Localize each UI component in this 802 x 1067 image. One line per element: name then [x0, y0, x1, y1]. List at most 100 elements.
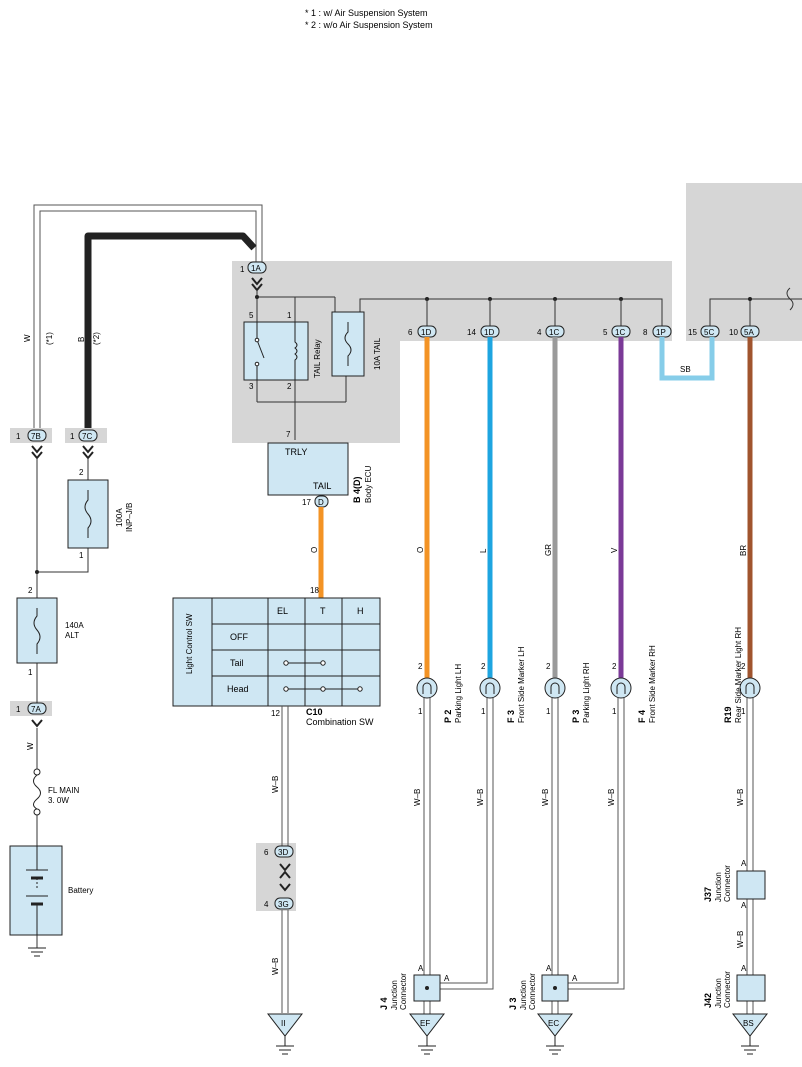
- wire-label-wb-switch: W–B: [271, 776, 280, 793]
- pin-3D: 6: [264, 848, 269, 857]
- switch-title: Light Control SW: [185, 613, 194, 674]
- junction-connector-j37: [736, 870, 766, 900]
- connector-1D-6: 1D: [417, 325, 437, 338]
- wire-b-star2: [84, 232, 257, 428]
- j37-name2: Connector: [723, 865, 732, 902]
- fuse140-sub: ALT: [65, 631, 79, 640]
- ground-ef: [408, 1013, 446, 1055]
- wire-label-w-battery: W: [26, 742, 35, 750]
- wire-label-o: O: [416, 547, 425, 553]
- j37-code: J37: [703, 887, 713, 902]
- note-2: * 2 : w/o Air Suspension System: [305, 20, 433, 30]
- j37-name1: Junction: [714, 872, 723, 902]
- j4-code: J 4: [379, 997, 389, 1010]
- j3-name2: Connector: [528, 973, 537, 1010]
- j42-name1: Junction: [714, 978, 723, 1008]
- f4-code: F 4: [637, 710, 647, 723]
- svg-text:2: 2: [741, 662, 746, 671]
- ground-ec-label: EC: [548, 1019, 559, 1028]
- ecu-code: B 4(D): [352, 476, 362, 503]
- fuse140-pin-2: 2: [28, 586, 33, 595]
- junction-connector-j42: [736, 974, 766, 1002]
- connector-3G: [274, 897, 294, 910]
- connector-7C: [78, 429, 98, 442]
- wire-wb-lamps: [423, 698, 754, 1014]
- connector-3D: [274, 845, 294, 858]
- wire-label-wb-f3: W–B: [476, 789, 485, 806]
- wire-label-l: L: [479, 548, 488, 553]
- svg-text:1D: 1D: [421, 328, 431, 337]
- p3-code: P 3: [571, 710, 581, 723]
- r19-code: R19: [723, 706, 733, 723]
- pin-7A: 1: [16, 705, 21, 714]
- j42-pin-a-top: A: [741, 964, 747, 973]
- wire-label-star2: (*2): [92, 332, 101, 345]
- right-junction-panel: [686, 183, 802, 341]
- relay-coil-icon: [294, 322, 298, 380]
- bus-junction-dots: [255, 295, 623, 301]
- flmain-sub: 3. 0W: [48, 796, 69, 805]
- relay-pin-5: 5: [249, 311, 254, 320]
- connector-1P: 1P: [652, 325, 672, 338]
- r19-name: Rear Side Marker Light RH: [734, 627, 743, 723]
- svg-text:1: 1: [418, 707, 423, 716]
- relay-label: TAIL Relay: [313, 339, 322, 378]
- wire-label-w-top: W: [23, 334, 32, 342]
- note-1: * 1 : w/ Air Suspension System: [305, 8, 428, 18]
- connector-1A: [247, 261, 267, 274]
- svg-text:5C: 5C: [704, 328, 714, 337]
- j4-name2: Connector: [399, 973, 408, 1010]
- svg-text:1D: 1D: [484, 328, 494, 337]
- ground-ec: [536, 1013, 574, 1055]
- ground-ii: [266, 1013, 304, 1055]
- j4-pin-a-top: A: [418, 964, 424, 973]
- connector-5A: 5A: [740, 325, 760, 338]
- connector-5C: 5C: [700, 325, 720, 338]
- wire-label-wb-f4: W–B: [607, 789, 616, 806]
- fuse140-name: 140A: [65, 621, 84, 630]
- fuse100-name: 100A: [115, 508, 124, 527]
- svg-text:2: 2: [546, 662, 551, 671]
- svg-text:5A: 5A: [744, 328, 754, 337]
- tail-relay: [243, 321, 309, 381]
- switch-col-t: T: [320, 606, 326, 616]
- p3-name: Parking Light RH: [582, 662, 591, 723]
- fusible-link: [33, 768, 41, 816]
- wire-label-br: BR: [739, 545, 748, 556]
- wire-label-wb-switch2: W–B: [271, 958, 280, 975]
- j3-pin-a-top: A: [546, 964, 552, 973]
- connector-arrow-7B: [31, 445, 43, 460]
- connector-7B-id: 7B: [31, 432, 41, 441]
- connector-1C-4: 1C: [545, 325, 565, 338]
- fuse100-pin-1: 1: [79, 551, 84, 560]
- battery-label: Battery: [68, 886, 93, 895]
- p2-code: P 2: [443, 710, 453, 723]
- connector-3G-id: 3G: [278, 900, 289, 909]
- ground-ii-label: II: [281, 1019, 285, 1028]
- switch-pin-18: 18: [310, 586, 319, 595]
- ecu-name: Body ECU: [364, 465, 373, 503]
- fuse100-sub: INP–J/B: [125, 503, 134, 532]
- switch-code: C10: [306, 707, 323, 717]
- ecu-tail-label: TAIL: [313, 481, 331, 491]
- svg-text:1: 1: [612, 707, 617, 716]
- connector-1A-id: 1A: [251, 264, 261, 273]
- fuse100-pin-2: 2: [79, 468, 84, 477]
- wire-label-wb-p3: W–B: [541, 789, 550, 806]
- svg-text:1: 1: [741, 707, 746, 716]
- right-panel-bus: [709, 287, 802, 326]
- lamp-f3: 2 1: [479, 662, 501, 716]
- svg-text:2: 2: [481, 662, 486, 671]
- j3-pin-a-right: A: [572, 974, 578, 983]
- ecu-internal-wiring: [256, 290, 663, 440]
- pin-7B: 1: [16, 432, 21, 441]
- connector-3D-id: 3D: [278, 848, 288, 857]
- wire-label-star1: (*1): [45, 332, 54, 345]
- wire-label-wb-r19: W–B: [736, 789, 745, 806]
- lamp-f4: 2 1: [610, 662, 632, 716]
- switch-row-off: OFF: [230, 632, 248, 642]
- ecu-pin-7: 7: [286, 430, 291, 439]
- svg-text:1: 1: [481, 707, 486, 716]
- pin-5A: 10: [729, 328, 738, 337]
